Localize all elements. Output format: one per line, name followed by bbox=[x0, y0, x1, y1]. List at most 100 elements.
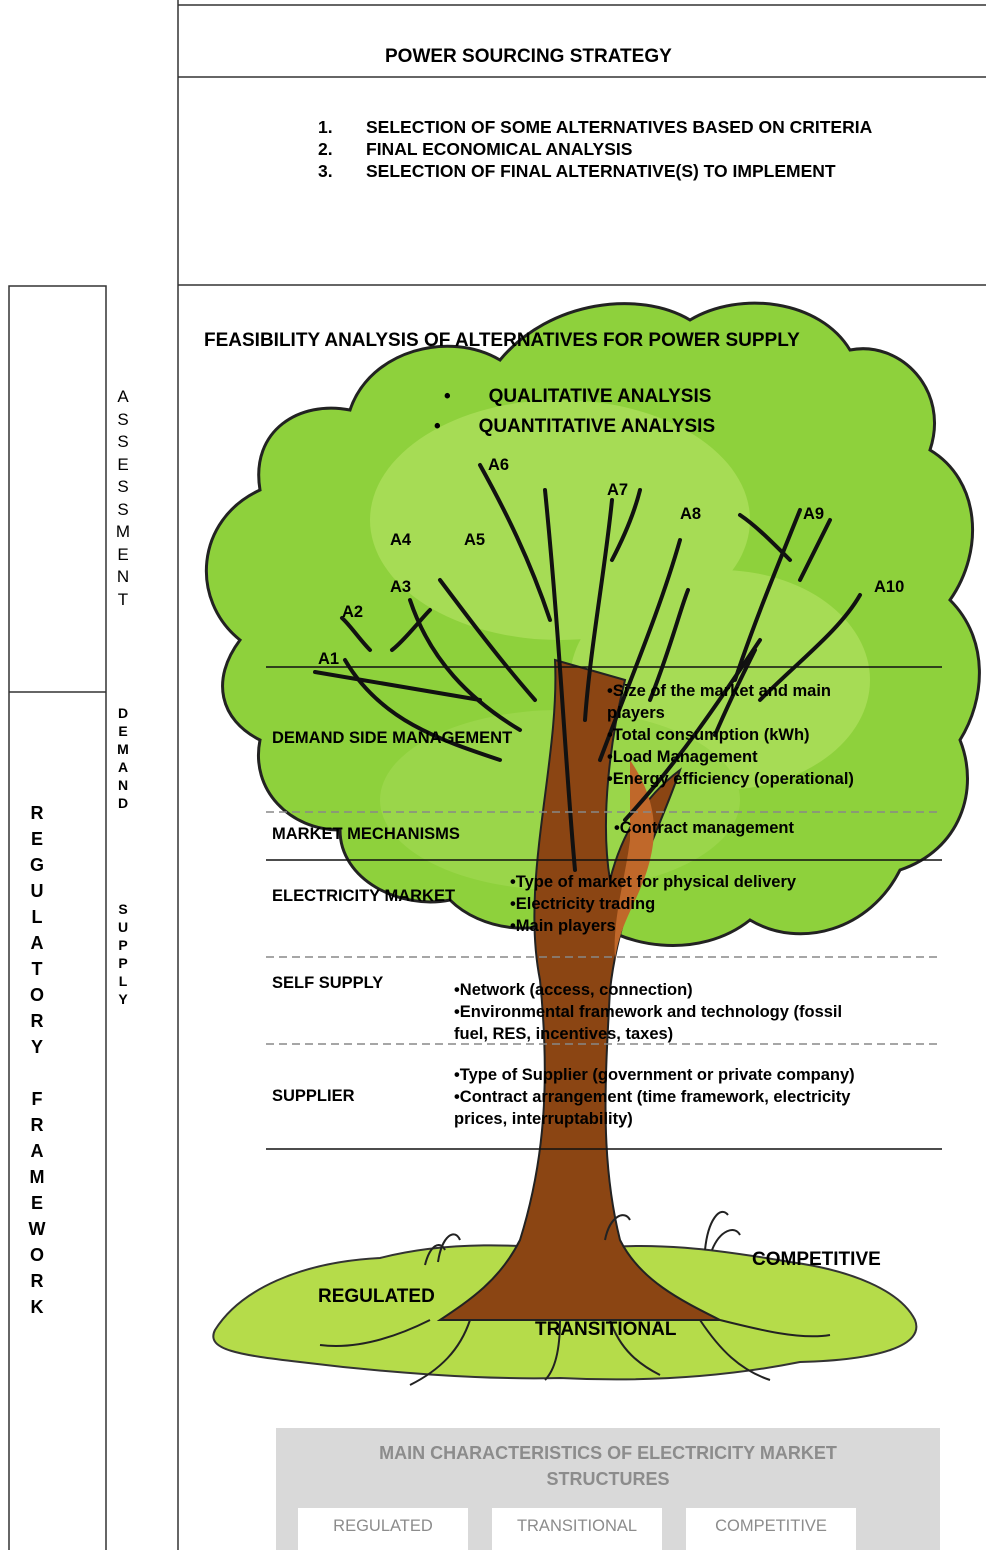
vertical-letter: G bbox=[29, 855, 44, 875]
vertical-letter: E bbox=[117, 544, 129, 564]
vertical-letter: T bbox=[117, 589, 129, 609]
step-number: 3. bbox=[318, 161, 333, 181]
step-text: SELECTION OF SOME ALTERNATIVES BASED ON … bbox=[366, 117, 873, 137]
diagram-frame bbox=[8, 0, 986, 1550]
foliage-highlight bbox=[370, 400, 750, 640]
tree-roots bbox=[319, 1319, 831, 1386]
vertical-letter: S bbox=[117, 477, 129, 496]
alternative-label: A6 bbox=[488, 456, 510, 474]
layer-item: •Environmental framework and technology … bbox=[454, 1003, 843, 1021]
self-supply-label: SELF SUPPLY bbox=[272, 974, 384, 992]
vertical-letter: A bbox=[30, 1141, 44, 1161]
demand-side-items: •Size of the market and main players •To… bbox=[607, 680, 854, 790]
vertical-letter: M bbox=[117, 741, 129, 757]
market-structures-columns: REGULATED TRANSITIONAL COMPETITIVE bbox=[298, 1508, 856, 1550]
strategy-step: 3. SELECTION OF FINAL ALTERNATIVE(S) TO I… bbox=[318, 160, 926, 182]
vertical-letter: A bbox=[30, 933, 44, 953]
quantitative-bullet: • QUANTITATIVE ANALYSIS bbox=[434, 416, 715, 438]
step-number: 1. bbox=[318, 117, 333, 137]
vertical-letter: R bbox=[30, 1271, 44, 1291]
vertical-letter: O bbox=[29, 985, 44, 1005]
step-text: FINAL ECONOMICAL ANALYSIS bbox=[366, 139, 633, 159]
vertical-letter: A bbox=[117, 759, 129, 775]
market-column-regulated: REGULATED bbox=[298, 1508, 468, 1550]
market-structures-title: MAIN CHARACTERISTICS OF ELECTRICITY MARK… bbox=[276, 1440, 940, 1492]
strategy-step: 1. SELECTION OF SOME ALTERNATIVES BASED O… bbox=[318, 116, 926, 138]
vertical-letter: P bbox=[118, 937, 128, 953]
vertical-letter: Y bbox=[118, 991, 128, 1007]
layer-item: •Type of Supplier (government or private… bbox=[454, 1066, 855, 1084]
vertical-letter: S bbox=[117, 409, 129, 429]
vertical-letter: U bbox=[30, 881, 44, 901]
root-competitive: COMPETITIVE bbox=[752, 1249, 881, 1270]
layer-item: •Type of market for physical delivery bbox=[510, 873, 797, 891]
vertical-letter: E bbox=[118, 723, 128, 739]
layer-item: •Energy efficiency (operational) bbox=[607, 770, 854, 788]
bullet-dot: • bbox=[434, 416, 441, 437]
vertical-letter: D bbox=[117, 795, 129, 811]
layer-item: prices, interruptability) bbox=[454, 1110, 633, 1128]
self-supply-items: •Network (access, connection) •Environme… bbox=[454, 979, 842, 1045]
strategy-title: POWER SOURCING STRATEGY bbox=[385, 46, 672, 67]
vertical-letter: E bbox=[117, 454, 129, 474]
alternative-label: A3 bbox=[390, 578, 412, 596]
vertical-letter: D bbox=[117, 705, 129, 721]
grass-tuft bbox=[704, 1211, 741, 1251]
supplier-label: SUPPLIER bbox=[272, 1087, 355, 1105]
market-structures-title-line: MAIN CHARACTERISTICS OF ELECTRICITY MARK… bbox=[379, 1443, 837, 1463]
feasibility-title: FEASIBILITY ANALYSIS OF ALTERNATIVES FOR… bbox=[204, 330, 800, 351]
vertical-letter: N bbox=[117, 777, 129, 793]
vertical-letter: E bbox=[30, 829, 43, 849]
vertical-letter: K bbox=[30, 1297, 44, 1317]
quantitative-analysis: QUANTITATIVE ANALYSIS bbox=[478, 416, 716, 437]
vertical-letter: T bbox=[31, 959, 43, 979]
vertical-letter: P bbox=[118, 955, 128, 971]
vertical-letter: L bbox=[118, 973, 128, 989]
layer-item: •Total consumption (kWh) bbox=[607, 726, 810, 744]
vertical-letter: U bbox=[117, 919, 129, 935]
qualitative-bullet: • QUALITATIVE ANALYSIS bbox=[444, 386, 711, 408]
bullet-dot: • bbox=[444, 386, 451, 407]
electricity-market-items: •Type of market for physical delivery •E… bbox=[510, 871, 796, 937]
layer-item: •Contract management bbox=[614, 819, 794, 837]
vertical-letter: W bbox=[28, 1219, 46, 1239]
alternative-label: A5 bbox=[464, 531, 486, 549]
market-mechanisms-items: •Contract management bbox=[614, 817, 794, 839]
alternative-label: A9 bbox=[803, 505, 825, 523]
vertical-letter: R bbox=[30, 803, 44, 823]
alternative-label: A2 bbox=[342, 603, 364, 621]
vertical-letter: M bbox=[29, 1167, 45, 1187]
alternative-label: A8 bbox=[680, 505, 702, 523]
vertical-letter: M bbox=[115, 522, 131, 541]
vertical-letter: A bbox=[117, 387, 129, 406]
step-number: 2. bbox=[318, 139, 333, 159]
market-mechanisms-label: MARKET MECHANISMS bbox=[272, 825, 460, 843]
alternative-label: A7 bbox=[607, 481, 629, 499]
layer-item: •Network (access, connection) bbox=[454, 981, 693, 999]
vertical-letter: E bbox=[30, 1193, 43, 1213]
step-text: SELECTION OF FINAL ALTERNATIVE(S) TO IMP… bbox=[366, 161, 836, 181]
vertical-letter: R bbox=[30, 1115, 44, 1135]
strategy-steps: 1. SELECTION OF SOME ALTERNATIVES BASED O… bbox=[318, 116, 926, 182]
layer-dividers bbox=[266, 666, 942, 1150]
layer-item: •Contract arrangement (time framework, e… bbox=[454, 1088, 851, 1106]
qualitative-analysis: QUALITATIVE ANALYSIS bbox=[488, 386, 712, 407]
vertical-letter bbox=[9, 1060, 65, 1086]
market-column-transitional: TRANSITIONAL bbox=[492, 1508, 662, 1550]
vertical-letter: F bbox=[31, 1089, 43, 1109]
vertical-letter: S bbox=[117, 432, 129, 451]
market-structures-box: MAIN CHARACTERISTICS OF ELECTRICITY MARK… bbox=[276, 1428, 940, 1550]
root-transitional: TRANSITIONAL bbox=[535, 1319, 677, 1340]
vertical-letter: S bbox=[117, 499, 129, 519]
layer-item: fuel, RES, incentives, taxes) bbox=[454, 1025, 674, 1043]
demand-side-management-label: DEMAND SIDE MANAGEMENT bbox=[272, 729, 513, 747]
vertical-letter: Y bbox=[30, 1037, 43, 1057]
market-column-competitive: COMPETITIVE bbox=[686, 1508, 856, 1550]
grass-tuft bbox=[424, 1233, 461, 1266]
vertical-letter: S bbox=[118, 901, 128, 917]
